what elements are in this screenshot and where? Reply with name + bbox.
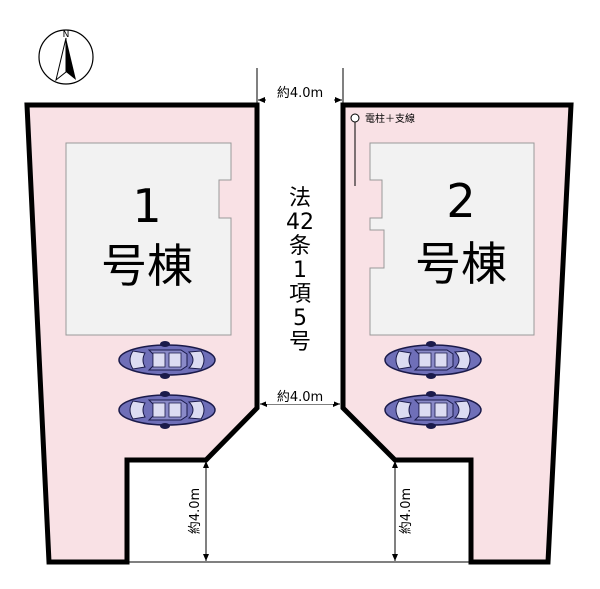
lot-1-name: 号棟 <box>101 239 193 293</box>
road-width-top: 約4.0m <box>277 86 323 101</box>
utility-pole-icon <box>350 113 360 123</box>
dimension-right-vertical: 約4.0m <box>392 461 414 561</box>
road-vertical-right: 約4.0m <box>399 488 414 534</box>
dimension-middle: 約4.0m <box>260 388 340 407</box>
north-arrow-icon: N <box>38 29 94 85</box>
utility-pole-label: 電柱＋支線 <box>365 112 415 125</box>
lot-2-number: 2 <box>446 174 475 228</box>
utility-pole: 電柱＋支線 <box>350 112 415 186</box>
road-vertical-left: 約4.0m <box>188 488 203 534</box>
road-designation-char-3: 1 <box>293 258 307 283</box>
dimension-top: 約4.0m <box>256 68 344 104</box>
road-designation-char-6: 号 <box>289 330 311 355</box>
road-designation-char-5: 5 <box>293 306 307 331</box>
road-designation-char-2: 条 <box>289 234 311 259</box>
lot-2-name: 号棟 <box>415 237 507 291</box>
road-width-middle: 約4.0m <box>277 390 323 405</box>
dimension-left-vertical: 約4.0m <box>188 461 209 561</box>
north-label: N <box>63 30 70 40</box>
road-designation-char-0: 法 <box>289 186 311 211</box>
building-1 <box>65 142 232 336</box>
building-2 <box>369 142 535 336</box>
road-designation-char-4: 項 <box>289 282 311 307</box>
road-designation-char-1: 42 <box>286 210 314 235</box>
lot-1-number: 1 <box>132 179 161 233</box>
road-designation: 法 42 条 1 項 5 号 <box>286 186 314 355</box>
